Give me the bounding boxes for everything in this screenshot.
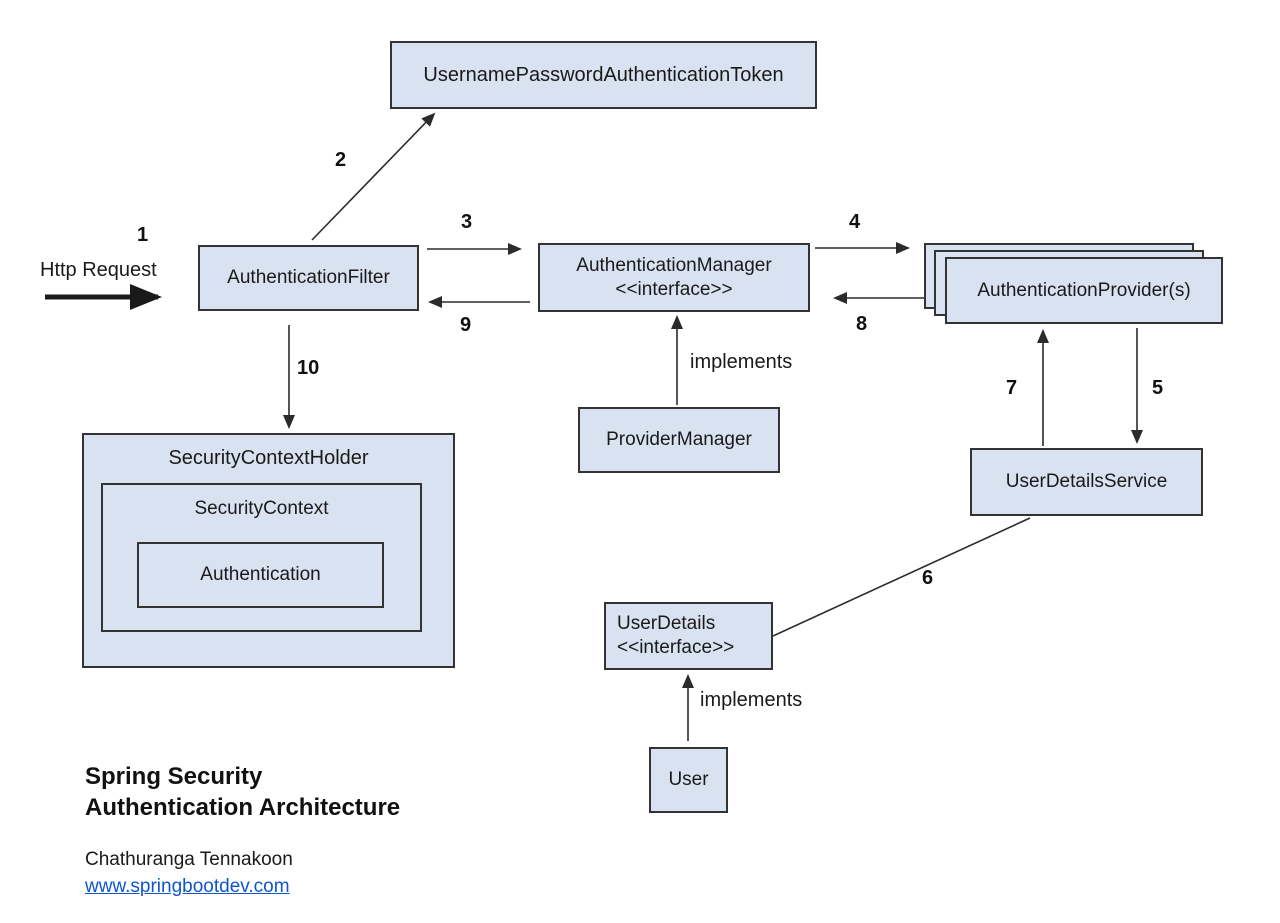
authentication-providers-label: AuthenticationProvider(s) bbox=[977, 279, 1191, 301]
authentication-box: Authentication bbox=[137, 542, 384, 608]
diagram-title: Spring Security Authentication Architect… bbox=[85, 761, 400, 823]
step-number-8: 8 bbox=[856, 313, 868, 335]
security-context-label: SecurityContext bbox=[194, 498, 329, 519]
step-number-7: 7 bbox=[1006, 377, 1018, 399]
username-password-authentication-token-box: UsernamePasswordAuthenticationToken bbox=[390, 41, 817, 109]
step-number-9: 9 bbox=[460, 314, 472, 336]
step-number-3: 3 bbox=[461, 211, 473, 233]
step-number-10: 10 bbox=[297, 357, 320, 379]
diagram-title-line2: Authentication Architecture bbox=[85, 794, 401, 821]
implements-label-user: implements bbox=[700, 689, 803, 711]
authentication-providers-box: AuthenticationProvider(s) bbox=[945, 257, 1223, 324]
user-details-service-box: UserDetailsService bbox=[970, 448, 1203, 516]
arrow-step-2 bbox=[311, 112, 436, 241]
authentication-filter-label: AuthenticationFilter bbox=[227, 267, 390, 289]
security-context-holder-label: SecurityContextHolder bbox=[168, 447, 369, 469]
authentication-manager-stereotype: <<interface>> bbox=[615, 278, 733, 300]
author-name: Chathuranga Tennakoon bbox=[85, 849, 293, 870]
user-box: User bbox=[649, 747, 728, 813]
step-number-2: 2 bbox=[335, 149, 347, 171]
authentication-manager-box: AuthenticationManager <<interface>> bbox=[538, 243, 810, 312]
user-label: User bbox=[668, 769, 709, 791]
user-details-label: UserDetails bbox=[617, 613, 716, 635]
step-number-4: 4 bbox=[849, 211, 861, 233]
step-number-5: 5 bbox=[1152, 377, 1164, 399]
provider-manager-box: ProviderManager bbox=[578, 407, 780, 473]
http-request-label: Http Request bbox=[40, 259, 157, 281]
diagram-title-line1: Spring Security bbox=[85, 763, 263, 790]
user-details-box: UserDetails <<interface>> bbox=[604, 602, 773, 670]
authentication-manager-label: AuthenticationManager bbox=[576, 254, 772, 276]
provider-manager-label: ProviderManager bbox=[606, 429, 752, 451]
step-number-1: 1 bbox=[137, 224, 149, 246]
implements-label-provider-manager: implements bbox=[690, 351, 793, 373]
user-details-stereotype: <<interface>> bbox=[617, 637, 735, 658]
authentication-label: Authentication bbox=[200, 564, 321, 586]
line-step-6 bbox=[772, 517, 1031, 637]
user-details-service-label: UserDetailsService bbox=[1005, 471, 1168, 493]
step-number-6: 6 bbox=[922, 567, 934, 589]
username-password-authentication-token-label: UsernamePasswordAuthenticationToken bbox=[423, 63, 784, 86]
authentication-filter-box: AuthenticationFilter bbox=[198, 245, 419, 311]
website-link[interactable]: www.springbootdev.com bbox=[85, 876, 290, 897]
